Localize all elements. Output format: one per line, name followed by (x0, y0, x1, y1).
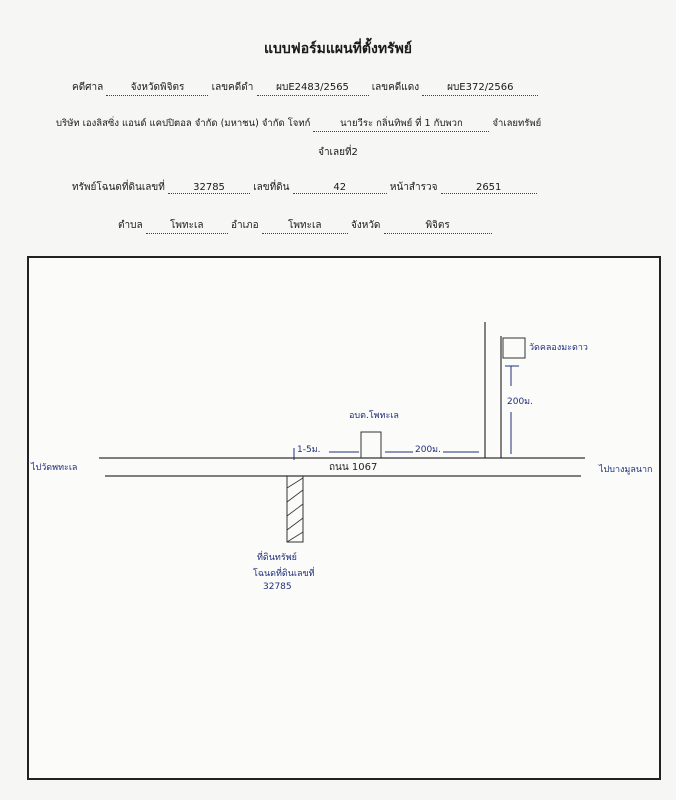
map-sketch (99, 322, 585, 543)
black-case-value: ผบE2483/2565 (256, 80, 369, 96)
office-label: อบต.โพทะเล (349, 411, 399, 421)
court-value: จังหวัดพิจิตร (106, 80, 209, 96)
province-value: พิจิตร (383, 218, 492, 234)
district-label: อำเภอ (230, 220, 259, 231)
defendant-value: นายวีระ กลิ่นทิพย์ ที่ 1 กับพวก (313, 116, 490, 132)
parties-row: บริษัท เองลิสซิ่ง แอนด์ แคปปิตอล จำกัด (… (56, 116, 541, 132)
district-value: โพทะเล (261, 218, 348, 234)
left-direction-label: ไปวัดพทะเล (31, 463, 78, 473)
form-title: แบบฟอร์มแผนที่ตั้งทรัพย์ (264, 41, 412, 57)
red-case-value: ผบE372/2566 (422, 80, 539, 96)
deed-row: ทรัพย์โฉนดที่ดินเลขที่ 32785 เลขที่ดิน 4… (72, 180, 537, 195)
asset-no-line2: จำเลยที่2 (318, 147, 358, 158)
plot-label-1: ที่ดินทรัพย์ (257, 553, 297, 563)
dist-left-label: 1-5ม. (297, 445, 321, 455)
right-direction-label: ไปบางมูลนาก (599, 465, 653, 475)
plaintiff-text: บริษัท เองลิสซิ่ง แอนด์ แคปปิตอล จำกัด (… (56, 118, 285, 129)
deed-value: 32785 (168, 182, 251, 194)
red-case-label: เลขคดีแดง (371, 82, 420, 93)
court-label: คดีศาล (72, 82, 104, 93)
road-label: ถนน 1067 (329, 462, 378, 473)
black-case-label: เลขคดีดำ (211, 82, 254, 93)
survey-value: 2651 (440, 182, 537, 194)
case-row: คดีศาล จังหวัดพิจิตร เลขคดีดำ ผบE2483/25… (72, 80, 539, 96)
deed-label: ทรัพย์โฉนดที่ดินเลขที่ (72, 182, 165, 193)
asset-no-label: จำเลยทรัพย์ (492, 118, 542, 129)
location-row: ตำบล โพทะเล อำเภอ โพทะเล จังหวัด พิจิตร (118, 218, 492, 234)
defendant-label: โจทก์ (287, 118, 311, 129)
land-no-label: เลขที่ดิน (253, 182, 290, 193)
plot-hatch (286, 475, 304, 543)
map-frame: ไปวัดพทะเล ไปบางมูลนาก ถนน 1067 อบต.โพทะ… (27, 256, 661, 780)
office-box (360, 431, 382, 459)
land-no-value: 42 (292, 182, 387, 194)
survey-label: หน้าสำรวจ (389, 182, 438, 193)
subdistrict-label: ตำบล (118, 220, 143, 231)
subdistrict-value: โพทะเล (145, 218, 228, 234)
dist-vertical-label: 200ม. (507, 397, 533, 407)
temple-label: วัดคลองมะดาว (529, 343, 588, 353)
temple-box (502, 337, 526, 359)
plot-label-2: โฉนดที่ดินเลขที่ (253, 569, 315, 579)
dist-mid-label: 200ม. (415, 445, 441, 455)
plot-label-3: 32785 (263, 582, 292, 592)
province-label: จังหวัด (350, 220, 381, 231)
